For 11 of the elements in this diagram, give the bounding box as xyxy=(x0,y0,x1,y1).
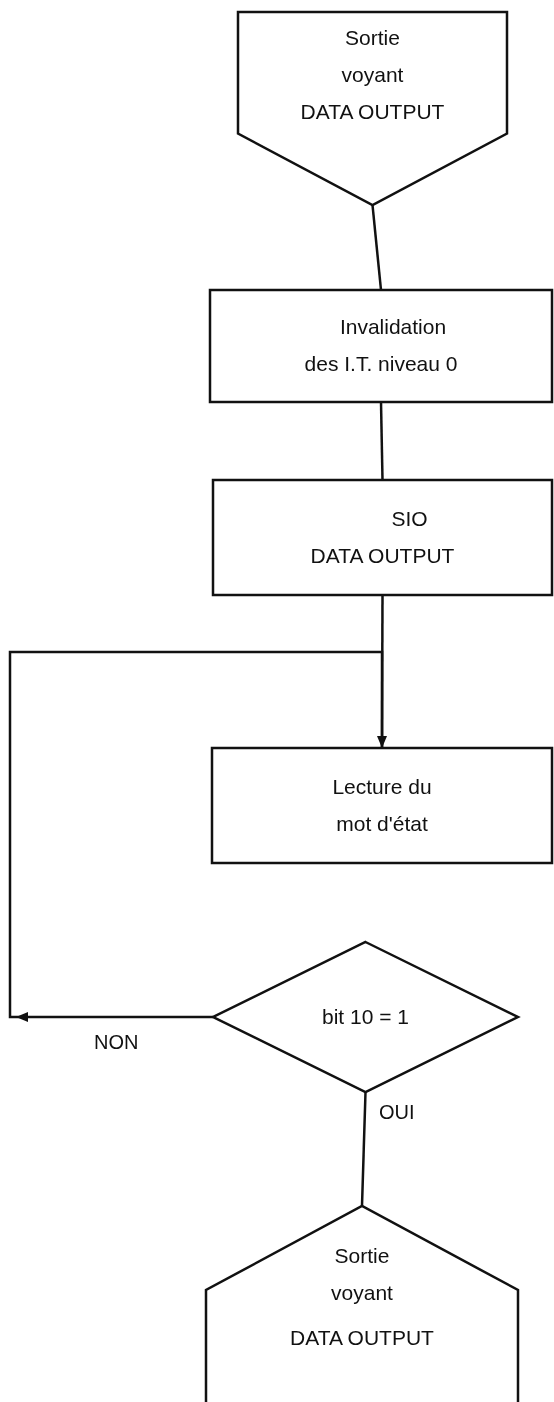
connector-line xyxy=(371,204,383,291)
node-text: bit 10 = 1 xyxy=(322,1003,409,1030)
node-text: Lecture du mot d'état xyxy=(331,773,433,837)
node-text: SIO DATA OUTPUT xyxy=(309,505,456,569)
connector-line xyxy=(360,1091,367,1207)
loop-arrow xyxy=(8,650,387,1019)
node-text: DATA OUTPUT xyxy=(290,1324,434,1351)
node-text: Invalidation des I.T. niveau 0 xyxy=(303,314,459,377)
node-text: Sortie voyant xyxy=(340,25,405,88)
node-text: DATA OUTPUT xyxy=(300,98,445,125)
node-text: Sortie voyant xyxy=(330,1243,394,1306)
